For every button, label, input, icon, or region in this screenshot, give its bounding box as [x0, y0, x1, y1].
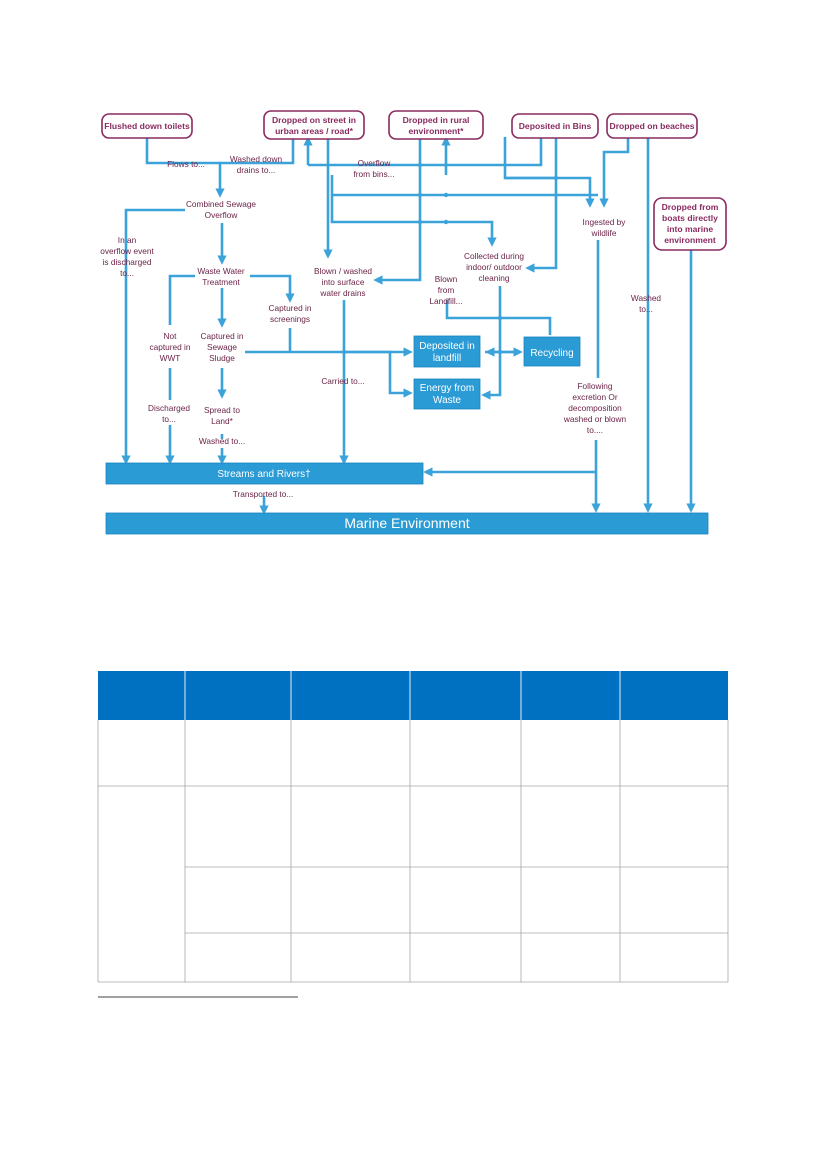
node-not-captured: Not captured in WWT [149, 331, 190, 363]
svg-text:Combined Sewage: Combined Sewage [186, 199, 256, 209]
svg-text:Sludge: Sludge [209, 353, 235, 363]
svg-text:Dropped in rural: Dropped in rural [403, 115, 470, 125]
svg-text:Sewage: Sewage [207, 342, 237, 352]
svg-text:Overflow: Overflow [205, 210, 239, 220]
table-body [97, 720, 729, 983]
svg-text:Streams and Rivers†: Streams and Rivers† [217, 469, 310, 480]
node-collected-cleaning: Collected during indoor/ outdoor cleanin… [464, 251, 524, 283]
svg-text:environment*: environment* [409, 126, 465, 136]
source-rural: Dropped in rural environment* [388, 110, 484, 140]
svg-text:Waste: Waste [433, 395, 461, 406]
edge-labels: Flows to... Washed down drains to... Ove… [100, 154, 661, 499]
node-cso: Combined Sewage Overflow [186, 199, 256, 220]
svg-text:indoor/ outdoor: indoor/ outdoor [466, 262, 522, 272]
svg-text:Discharged: Discharged [148, 403, 190, 413]
svg-text:Blown / washed: Blown / washed [314, 266, 372, 276]
svg-text:into surface: into surface [322, 277, 365, 287]
svg-text:Deposited in Bins: Deposited in Bins [519, 121, 592, 131]
svg-text:Waste Water: Waste Water [197, 266, 245, 276]
box-streams-rivers: Streams and Rivers† [105, 462, 424, 485]
svg-text:Deposited in: Deposited in [419, 341, 475, 352]
source-street: Dropped on street in urban areas / road* [263, 110, 365, 140]
node-spread-to-land: Spread to Land* [204, 405, 240, 426]
svg-text:Carried to...: Carried to... [321, 376, 364, 386]
svg-text:Captured in: Captured in [269, 303, 312, 313]
svg-text:Following: Following [577, 381, 612, 391]
box-recycling: Recycling [523, 336, 581, 367]
svg-text:Washed: Washed [631, 293, 662, 303]
svg-text:Marine Environment: Marine Environment [344, 515, 469, 531]
node-wwt: Waste Water Treatment [197, 266, 245, 287]
svg-text:wildlife: wildlife [591, 228, 617, 238]
svg-text:water drains: water drains [319, 288, 365, 298]
svg-text:to...: to... [162, 414, 176, 424]
svg-text:screenings: screenings [270, 314, 310, 324]
svg-text:Flows to...: Flows to... [167, 159, 205, 169]
svg-text:Dropped on beaches: Dropped on beaches [610, 121, 695, 131]
svg-text:Collected during: Collected during [464, 251, 524, 261]
svg-text:environment: environment [664, 235, 716, 245]
node-surface-drains: Blown / washed into surface water drains [314, 266, 372, 298]
svg-text:decomposition: decomposition [568, 403, 622, 413]
svg-text:Captured in: Captured in [201, 331, 244, 341]
svg-text:to...: to... [639, 304, 653, 314]
box-marine-environment: Marine Environment [105, 512, 709, 535]
svg-text:landfill: landfill [433, 353, 461, 364]
node-wildlife: Ingested by wildlife [583, 217, 627, 238]
box-energy-from-waste: Energy from Waste [413, 378, 481, 410]
box-landfill: Deposited in landfill [413, 335, 481, 368]
svg-text:Washed to...: Washed to... [199, 436, 245, 446]
svg-text:Blown: Blown [435, 274, 458, 284]
svg-text:overflow event: overflow event [100, 246, 154, 256]
svg-text:WWT: WWT [160, 353, 181, 363]
svg-text:Dropped on street in: Dropped on street in [272, 115, 356, 125]
svg-text:boats directly: boats directly [662, 213, 718, 223]
svg-text:to...: to... [120, 268, 134, 278]
node-screenings: Captured in screenings [269, 303, 312, 324]
svg-text:excretion Or: excretion Or [572, 392, 617, 402]
svg-text:Not: Not [164, 331, 178, 341]
svg-text:Spread to: Spread to [204, 405, 240, 415]
svg-text:washed or blown: washed or blown [563, 414, 627, 424]
svg-text:Energy from: Energy from [420, 383, 474, 394]
node-sludge: Captured in Sewage Sludge [201, 331, 244, 363]
table-header-row [98, 671, 728, 720]
svg-text:Ingested by: Ingested by [583, 217, 627, 227]
svg-text:Recycling: Recycling [530, 348, 573, 359]
svg-text:into marine: into marine [667, 224, 714, 234]
source-flushed: Flushed down toilets [101, 113, 193, 139]
svg-text:is discharged: is discharged [103, 257, 152, 267]
flow-arrows [121, 136, 696, 515]
junction-dots [341, 162, 559, 355]
svg-text:Dropped from: Dropped from [662, 202, 719, 212]
svg-text:from bins...: from bins... [353, 169, 394, 179]
source-boats: Dropped from boats directly into marine … [653, 197, 727, 251]
svg-text:drains to...: drains to... [237, 165, 276, 175]
svg-text:Transported to...: Transported to... [233, 489, 294, 499]
svg-text:Landfill...: Landfill... [429, 296, 462, 306]
source-bins: Deposited in Bins [511, 113, 599, 139]
svg-text:to....: to.... [587, 425, 603, 435]
svg-text:from: from [438, 285, 455, 295]
svg-text:Land*: Land* [211, 416, 233, 426]
svg-text:Treatment: Treatment [202, 277, 240, 287]
svg-text:captured in: captured in [149, 342, 190, 352]
svg-text:urban areas / road*: urban areas / road* [275, 126, 354, 136]
empty-table [97, 671, 729, 983]
svg-text:Overflow: Overflow [358, 158, 392, 168]
svg-text:Washed down: Washed down [230, 154, 283, 164]
svg-text:cleaning: cleaning [479, 273, 510, 283]
source-beaches: Dropped on beaches [606, 113, 698, 139]
svg-text:Flushed down toilets: Flushed down toilets [104, 121, 190, 131]
svg-text:In an: In an [118, 235, 137, 245]
